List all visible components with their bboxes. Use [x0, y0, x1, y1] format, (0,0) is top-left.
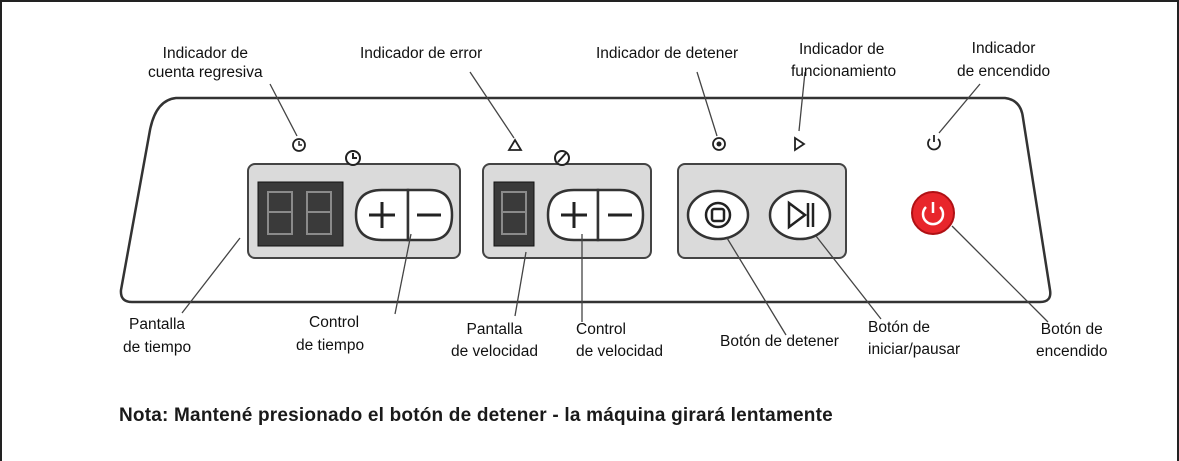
label-power-button: Botón de encendido — [1036, 320, 1108, 361]
leader-power-button — [951, 225, 1049, 323]
speedometer-icon — [554, 150, 570, 166]
note-text: Nota: Mantené presionado el botón de det… — [119, 405, 833, 426]
countdown-indicator-icon — [292, 138, 306, 152]
label-line: Control — [309, 314, 360, 331]
label-countdown-indicator: Indicador de cuenta regresiva — [148, 44, 263, 82]
label-error-indicator: Indicador de error — [360, 45, 483, 62]
time-control[interactable] — [354, 188, 454, 242]
label-speed-display: Pantalla de velocidad — [451, 320, 538, 361]
label-line: Indicador — [971, 40, 1036, 57]
label-line: funcionamiento — [791, 63, 897, 80]
label-line: de velocidad — [451, 343, 539, 360]
play-icon — [794, 136, 806, 152]
leader-speed-display — [514, 251, 527, 317]
leader-stop-indicator — [696, 71, 718, 137]
play-pause-button[interactable] — [768, 189, 832, 241]
plus-icon — [561, 202, 587, 228]
label-line: Indicador de — [162, 45, 248, 62]
label-line: Control — [576, 321, 626, 338]
time-digits — [267, 191, 332, 235]
stop-button[interactable] — [686, 189, 750, 241]
leader-power-indicator — [938, 83, 981, 134]
label-play-pause-button: Botón de iniciar/pausar — [868, 318, 960, 359]
label-line: Indicador de — [799, 41, 885, 58]
label-line: cuenta regresiva — [148, 64, 263, 81]
label-line: iniciar/pausar — [868, 341, 961, 358]
label-running-indicator: Indicador de funcionamiento — [791, 40, 896, 81]
leader-running — [798, 71, 806, 132]
label-line: de tiempo — [123, 339, 192, 356]
label-stop-indicator: Indicador de detener — [596, 45, 739, 62]
label-line: Botón de — [868, 319, 931, 336]
label-line: encendido — [1036, 343, 1108, 360]
alert-triangle-icon — [507, 138, 523, 151]
label-time-display: Pantalla de tiempo — [123, 315, 191, 357]
stop-indicator-icon — [712, 137, 726, 151]
label-speed-control: Control de velocidad — [576, 320, 663, 361]
label-time-control: Control de tiempo — [296, 313, 364, 355]
speed-control[interactable] — [546, 188, 645, 242]
leader-play-pause — [815, 235, 882, 320]
plus-icon — [369, 202, 395, 228]
label-line: de encendido — [957, 63, 1051, 80]
play-pause-icon — [787, 200, 815, 230]
power-button[interactable] — [911, 191, 955, 235]
label-line: Pantalla — [466, 321, 523, 338]
power-indicator-icon — [927, 135, 941, 151]
leader-error — [469, 71, 515, 139]
label-stop-button: Botón de detener — [720, 333, 839, 350]
label-power-indicator: Indicador de encendido — [957, 39, 1050, 81]
power-icon — [921, 206, 945, 226]
clock-icon — [345, 150, 361, 166]
label-line: de tiempo — [296, 337, 365, 354]
label-line: Botón de — [1040, 321, 1103, 338]
label-line: de velocidad — [576, 343, 664, 360]
leader-stop-button — [726, 237, 787, 336]
leader-time-display — [181, 237, 241, 314]
label-line: Pantalla — [129, 316, 186, 333]
leader-countdown — [269, 83, 298, 137]
speed-digit — [501, 191, 527, 235]
leader-time-control — [394, 233, 412, 315]
